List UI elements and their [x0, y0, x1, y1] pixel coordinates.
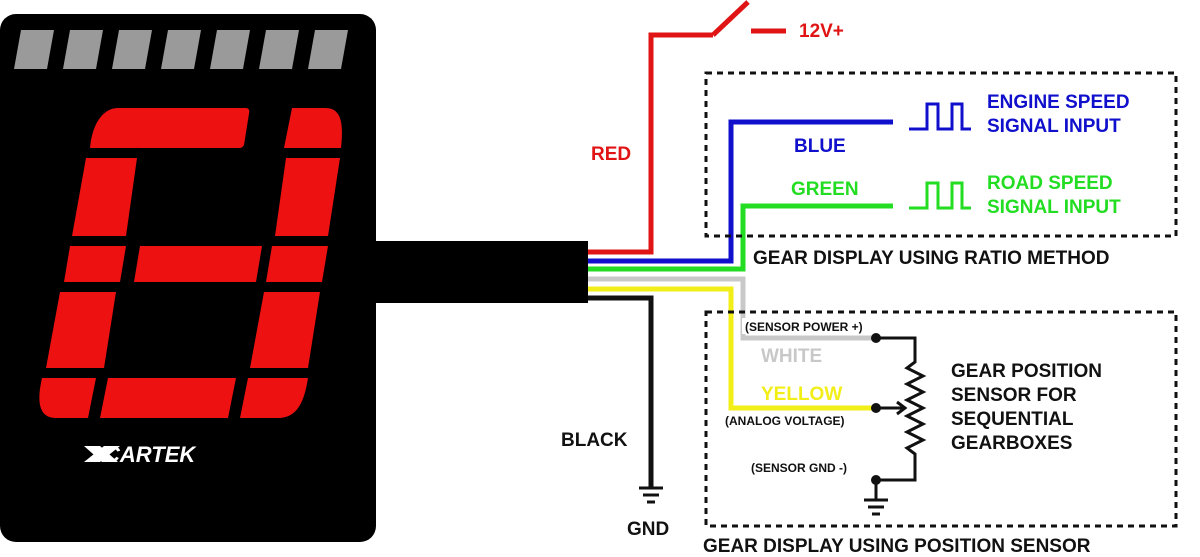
- gnd-label: GND: [627, 519, 669, 540]
- cable: [372, 241, 588, 303]
- ratio-title-backdrop: [748, 241, 1164, 271]
- seven-segment-digit: [39, 108, 342, 418]
- position-sensor-title: GEAR DISPLAY USING POSITION SENSOR: [703, 536, 1091, 557]
- segment-top-left-cap: [90, 108, 146, 148]
- black-wire-label: BLACK: [561, 430, 628, 451]
- sensor-desc-line1: GEAR POSITION: [951, 361, 1102, 382]
- road-signal-waveform-icon: [909, 181, 971, 210]
- logo-mark-lower: [84, 446, 118, 462]
- shift-light-4: [161, 30, 201, 69]
- green-wire: [588, 203, 893, 272]
- ground-icon: [639, 486, 663, 504]
- position-sensor-box: [704, 310, 1178, 528]
- shift-light-bar: [14, 30, 348, 69]
- road-signal-line1: ROAD SPEED: [987, 173, 1113, 194]
- shift-light-2: [63, 30, 103, 69]
- sensor-desc-line2: SENSOR FOR: [951, 385, 1077, 406]
- blue-wire-label: BLUE: [794, 136, 846, 157]
- power-switch: [711, 0, 750, 37]
- segment-upper-left: [72, 158, 137, 236]
- analog-voltage-label: (ANALOG VOLTAGE): [725, 414, 845, 428]
- sensor-ground-icon: [864, 498, 888, 516]
- segment-lower-left: [46, 292, 116, 368]
- shift-light-1: [14, 30, 54, 69]
- red-wire: [588, 32, 713, 255]
- segment-mid-right: [266, 246, 328, 282]
- gear-display-unit: CARTEK: [0, 14, 376, 542]
- gnd-terminal-node: [871, 475, 881, 485]
- ratio-method-box: [704, 71, 1178, 238]
- power-terminal-node: [871, 333, 881, 343]
- cartek-logo: CARTEK: [84, 442, 197, 467]
- shift-light-7: [308, 30, 348, 69]
- black-wire: [588, 295, 654, 488]
- resistor-track: [874, 336, 927, 500]
- engine-signal-waveform-icon: [909, 102, 971, 131]
- potentiometer: [874, 336, 927, 500]
- position-title-backdrop: [700, 530, 1184, 557]
- ratio-method-title: GEAR DISPLAY USING RATIO METHOD: [753, 248, 1109, 269]
- segment-top-right-cap: [284, 108, 342, 148]
- segment-lower-right: [250, 292, 320, 368]
- engine-signal-line2: SIGNAL INPUT: [987, 116, 1121, 137]
- supply-label: 12V+: [799, 21, 844, 42]
- brand-logo: CARTEK: [104, 442, 197, 467]
- blue-wire: [588, 119, 893, 264]
- sensor-power-label: (SENSOR POWER +): [745, 320, 863, 334]
- segment-top-1: [135, 108, 250, 148]
- shift-light-6: [259, 30, 299, 69]
- shift-light-3: [112, 30, 152, 69]
- white-wire-label: WHITE: [761, 346, 822, 367]
- sensor-desc-line3: SEQUENTIAL: [951, 409, 1074, 430]
- white-wire: [588, 276, 876, 341]
- segment-upper-right: [275, 158, 340, 236]
- yellow-wire: [588, 286, 876, 411]
- red-wire-label: RED: [591, 144, 631, 165]
- green-wire-label: GREEN: [791, 179, 859, 200]
- segment-middle: [134, 246, 262, 282]
- segment-mid-left: [64, 246, 126, 282]
- sensor-power-backdrop: [742, 318, 886, 334]
- wiper-arrow-icon: [896, 400, 908, 416]
- road-signal-line2: SIGNAL INPUT: [987, 197, 1121, 218]
- sensor-gnd-label: (SENSOR GND -): [751, 461, 847, 475]
- shift-light-5: [210, 30, 250, 69]
- wires: [588, 32, 893, 488]
- sensor-desc-line4: GEARBOXES: [951, 433, 1072, 454]
- yellow-wire-label: YELLOW: [761, 384, 842, 405]
- segment-bottom-left-cap: [39, 378, 96, 418]
- segment-bottom: [100, 378, 236, 418]
- segment-bottom-right-cap: [240, 378, 308, 418]
- wiper-terminal-node: [871, 403, 881, 413]
- engine-signal-line1: ENGINE SPEED: [987, 92, 1130, 113]
